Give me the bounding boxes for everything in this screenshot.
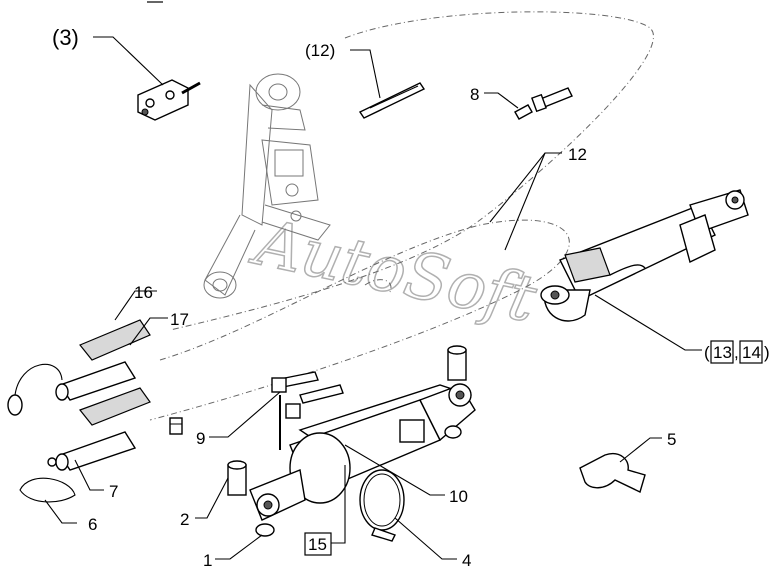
- elbow-fittings-part: [271, 371, 344, 450]
- callout-16: 16: [134, 283, 153, 302]
- dust-cap-lower: [19, 457, 76, 503]
- watermark-text: AutoSoft: [245, 205, 543, 337]
- callout-17: 17: [170, 310, 189, 329]
- callout-13: 13: [713, 343, 732, 362]
- grease-nipple-part: [169, 417, 183, 435]
- hose-straight-part: [358, 82, 426, 119]
- hose-clamp-ring-part: [359, 469, 405, 542]
- leader-lines: [44, 36, 702, 560]
- callout-1: 1: [203, 551, 212, 570]
- callout-13-box: [710, 340, 734, 364]
- pin-part-upper: [447, 345, 467, 381]
- callout-14: 14: [742, 343, 761, 362]
- hose-loop-upper: [169, 11, 654, 331]
- callout-2: 2: [180, 510, 189, 529]
- callout-4: 4: [462, 551, 471, 570]
- callout-3: (3): [52, 25, 79, 50]
- callout-8: 8: [470, 85, 479, 104]
- main-cylinder-assembly: [249, 383, 476, 521]
- bracket-part: [579, 453, 646, 493]
- quick-coupler-set-lower: [55, 387, 151, 471]
- clamp-block-part: [137, 79, 201, 121]
- callout-7: 7: [109, 482, 118, 501]
- washer-part: [255, 523, 275, 537]
- callout-6: 6: [88, 515, 97, 534]
- cylinder-assembly-upper: [540, 189, 749, 322]
- callout-10: 10: [449, 487, 468, 506]
- quick-coupler-set-upper: [55, 319, 151, 401]
- callout-13-comma: ,: [734, 343, 739, 362]
- ghost-lift-assembly: [203, 73, 331, 299]
- callout-15-box: [304, 532, 332, 556]
- callout-14-close: ): [764, 343, 770, 362]
- callout-5: 5: [667, 430, 676, 449]
- washer-part-upper: [444, 425, 462, 439]
- callout-13-open: (: [704, 343, 710, 362]
- callout-9: 9: [196, 429, 205, 448]
- hose-loop-lower: [149, 219, 570, 421]
- callout-12: 12: [568, 145, 587, 164]
- callout-14-box: [739, 340, 763, 364]
- hose-loop-small: [364, 279, 392, 293]
- callout-12-paren: (12): [305, 41, 335, 60]
- callout-15: 15: [308, 535, 327, 554]
- pin-part-lower: [227, 460, 247, 496]
- fitting-bolt-part: [514, 87, 573, 120]
- dust-cap-upper: [7, 363, 63, 416]
